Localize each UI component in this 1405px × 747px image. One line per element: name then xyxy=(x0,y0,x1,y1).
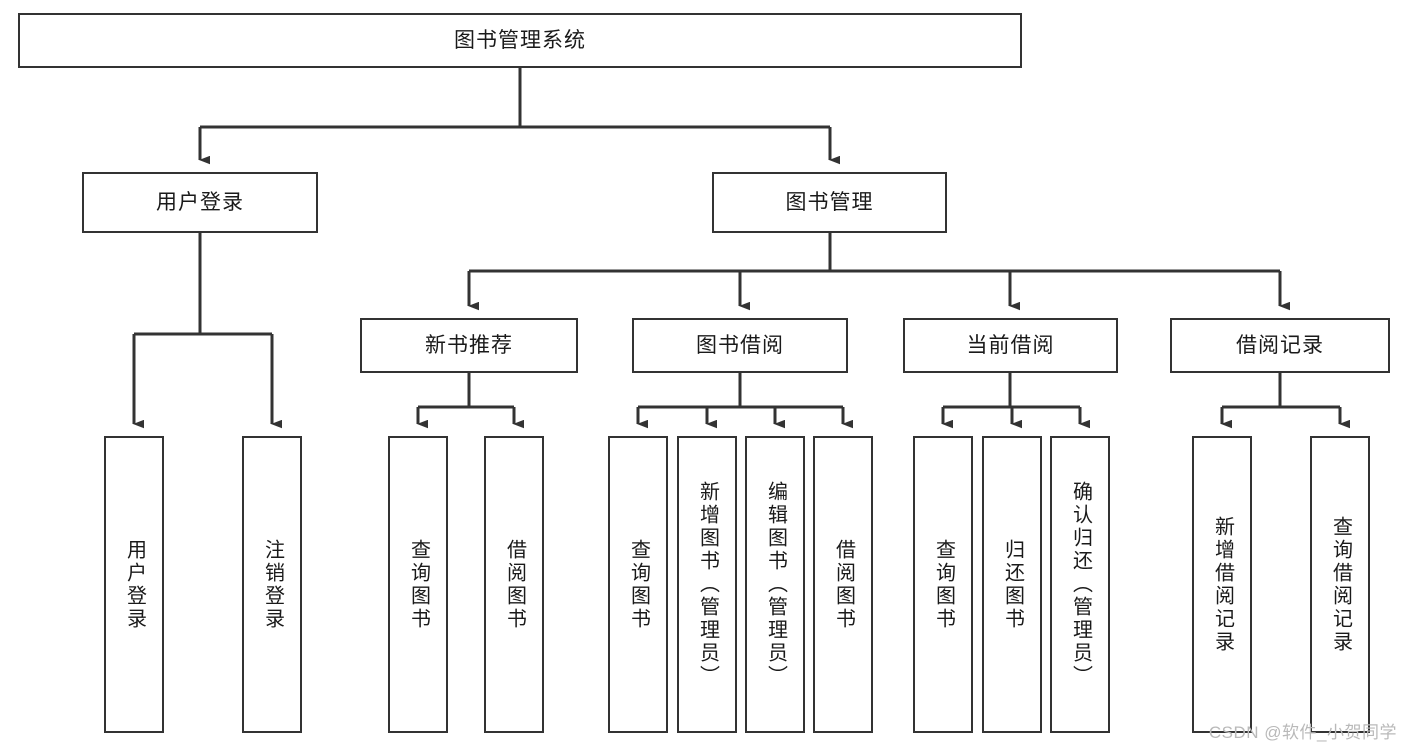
leaf-newbooks-query-book-label: 查询图书 xyxy=(407,538,430,631)
node-current-borrowing[interactable]: 当前借阅 xyxy=(903,318,1118,373)
leaf-current-return-book-label: 归还图书 xyxy=(1001,538,1024,631)
node-book-borrowing-label: 图书借阅 xyxy=(696,333,784,357)
leaf-current-query-book[interactable]: 查询图书 xyxy=(913,436,973,733)
node-root-system-label: 图书管理系统 xyxy=(454,28,586,52)
leaf-current-confirm-return-admin-label: 确认归还（管理员） xyxy=(1069,481,1092,688)
leaf-borrow-edit-book-admin[interactable]: 编辑图书（管理员） xyxy=(745,436,805,733)
leaf-borrow-add-book-admin[interactable]: 新增图书（管理员） xyxy=(677,436,737,733)
leaf-borrow-borrow-book-label: 借阅图书 xyxy=(832,538,855,631)
csdn-watermark: CSDN @软件_小贺同学 xyxy=(1208,723,1397,742)
node-new-book-recommendation-label: 新书推荐 xyxy=(425,333,513,357)
node-user-login[interactable]: 用户登录 xyxy=(82,172,318,233)
leaf-borrow-add-book-admin-label: 新增图书（管理员） xyxy=(696,481,719,688)
node-book-borrowing[interactable]: 图书借阅 xyxy=(632,318,848,373)
leaf-current-query-book-label: 查询图书 xyxy=(932,538,955,631)
node-user-login-label: 用户登录 xyxy=(156,190,244,214)
node-current-borrowing-label: 当前借阅 xyxy=(966,333,1055,357)
leaf-newbooks-borrow-book[interactable]: 借阅图书 xyxy=(484,436,544,733)
leaf-records-query-record[interactable]: 查询借阅记录 xyxy=(1310,436,1370,733)
leaf-borrow-edit-book-admin-label: 编辑图书（管理员） xyxy=(764,481,787,688)
leaf-user-logout-label: 注销登录 xyxy=(261,538,284,631)
node-root-system[interactable]: 图书管理系统 xyxy=(18,13,1022,68)
leaf-newbooks-borrow-book-label: 借阅图书 xyxy=(503,538,526,631)
leaf-borrow-borrow-book[interactable]: 借阅图书 xyxy=(813,436,873,733)
leaf-current-return-book[interactable]: 归还图书 xyxy=(982,436,1042,733)
node-book-management-label: 图书管理 xyxy=(785,190,874,214)
leaf-user-login-label: 用户登录 xyxy=(123,538,146,631)
node-borrow-records[interactable]: 借阅记录 xyxy=(1170,318,1390,373)
leaf-records-add-record[interactable]: 新增借阅记录 xyxy=(1192,436,1252,733)
node-borrow-records-label: 借阅记录 xyxy=(1236,333,1324,357)
node-new-book-recommendation[interactable]: 新书推荐 xyxy=(360,318,578,373)
leaf-records-add-record-label: 新增借阅记录 xyxy=(1211,515,1234,654)
node-book-management[interactable]: 图书管理 xyxy=(712,172,947,233)
leaf-newbooks-query-book[interactable]: 查询图书 xyxy=(388,436,448,733)
leaf-borrow-query-book-label: 查询图书 xyxy=(627,538,650,631)
leaf-user-login[interactable]: 用户登录 xyxy=(104,436,164,733)
leaf-borrow-query-book[interactable]: 查询图书 xyxy=(608,436,668,733)
leaf-user-logout[interactable]: 注销登录 xyxy=(242,436,302,733)
leaf-current-confirm-return-admin[interactable]: 确认归还（管理员） xyxy=(1050,436,1110,733)
leaf-records-query-record-label: 查询借阅记录 xyxy=(1329,515,1352,654)
